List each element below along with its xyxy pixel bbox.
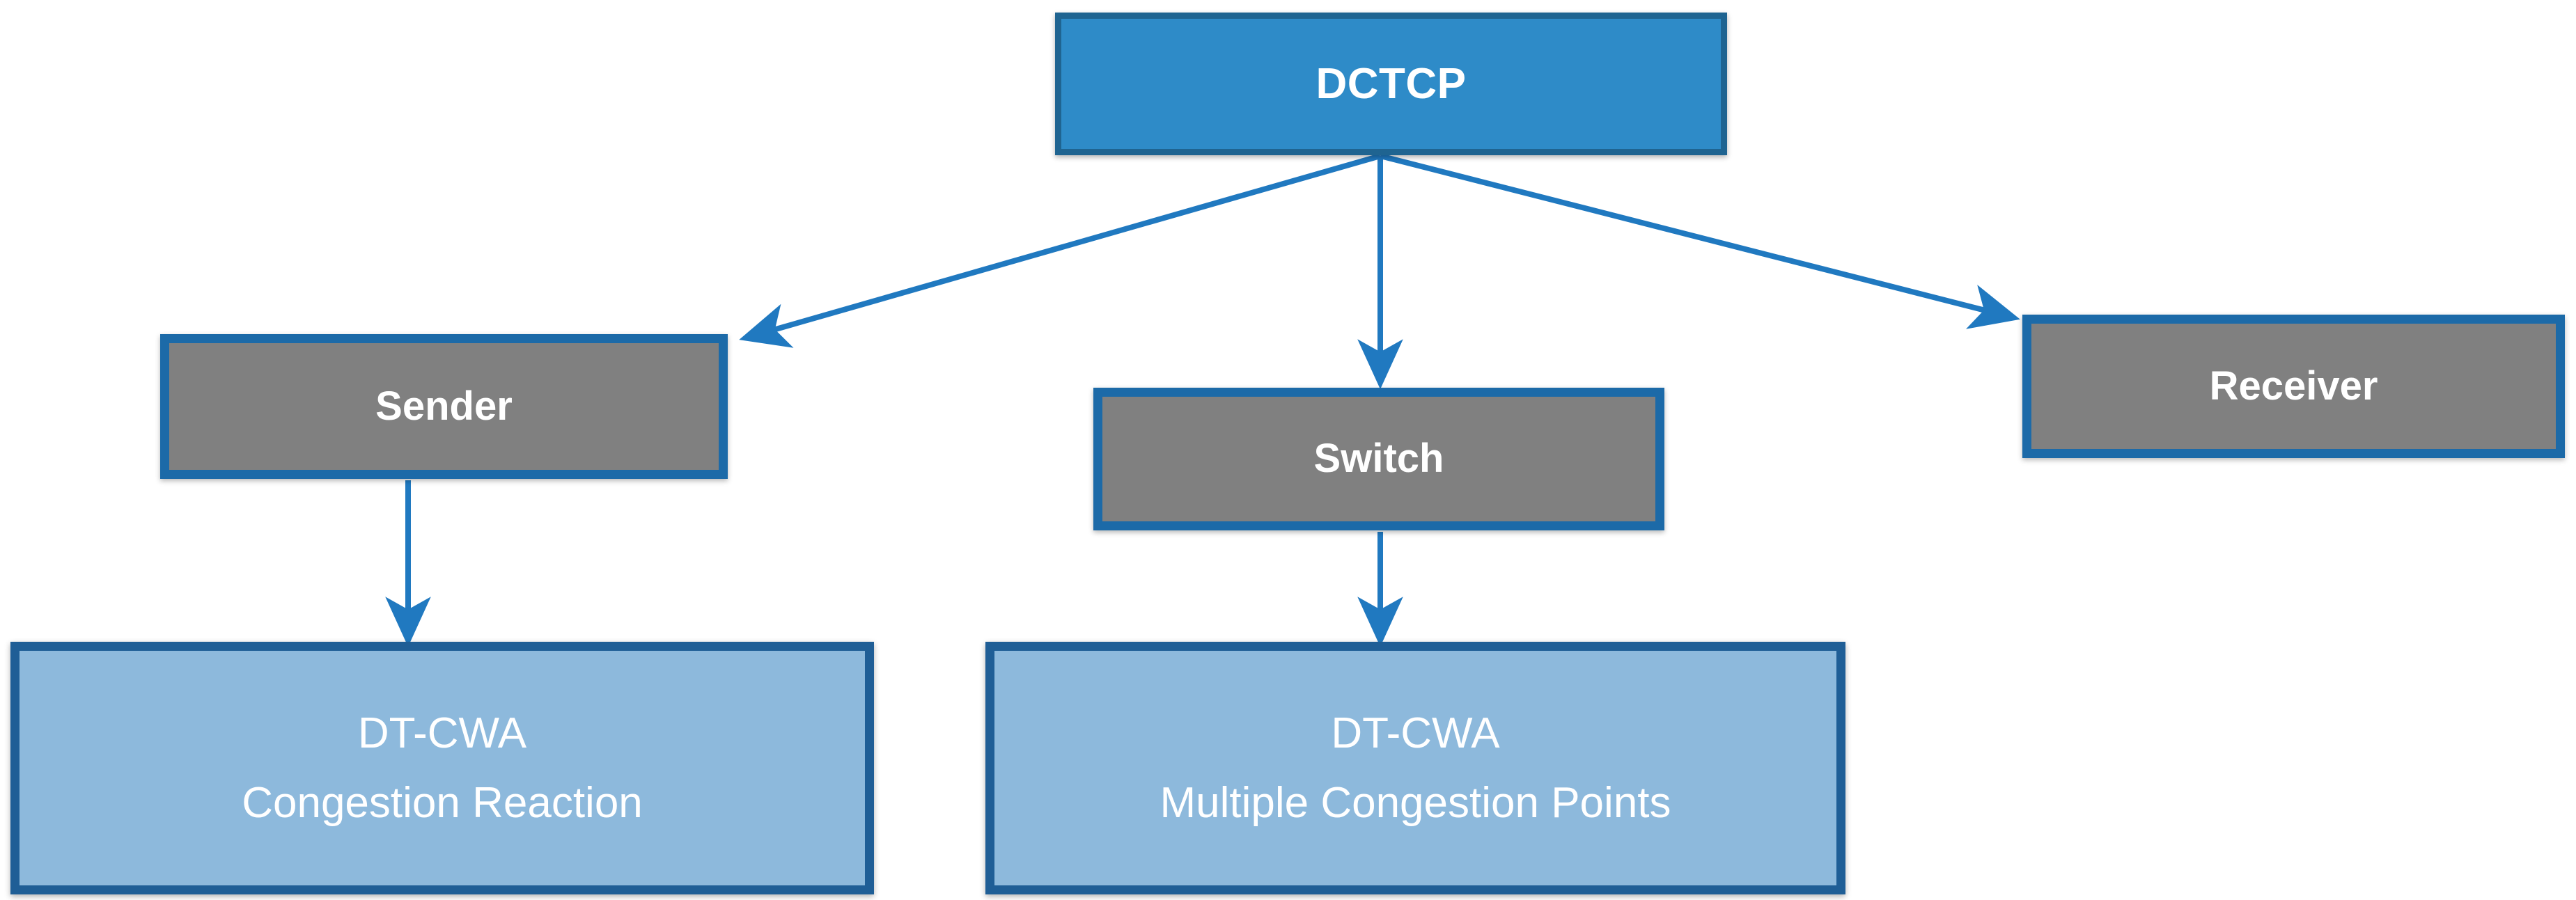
node-dctcp[interactable]: DCTCP bbox=[1055, 13, 1727, 155]
node-dt-cwa-multiple-congestion-points[interactable]: DT-CWA Multiple Congestion Points bbox=[985, 642, 1845, 894]
node-dt-cwa-congestion-reaction-line1: DT-CWA bbox=[357, 709, 527, 758]
node-dt-cwa-congestion-reaction-line2: Congestion Reaction bbox=[242, 778, 643, 827]
node-sender-label: Sender bbox=[375, 383, 513, 429]
node-switch-label: Switch bbox=[1313, 436, 1444, 482]
node-sender[interactable]: Sender bbox=[160, 334, 728, 479]
edge-dctcp-to-sender bbox=[739, 153, 1382, 348]
edge-dctcp-to-receiver bbox=[1380, 153, 2020, 329]
node-dctcp-label: DCTCP bbox=[1316, 59, 1467, 108]
node-switch[interactable]: Switch bbox=[1093, 388, 1664, 530]
node-dt-cwa-congestion-reaction[interactable]: DT-CWA Congestion Reaction bbox=[10, 642, 874, 894]
node-dt-cwa-multiple-congestion-points-line2: Multiple Congestion Points bbox=[1160, 778, 1671, 827]
node-dt-cwa-multiple-congestion-points-line1: DT-CWA bbox=[1331, 709, 1500, 758]
node-receiver[interactable]: Receiver bbox=[2022, 315, 2565, 458]
node-receiver-label: Receiver bbox=[2209, 363, 2378, 409]
